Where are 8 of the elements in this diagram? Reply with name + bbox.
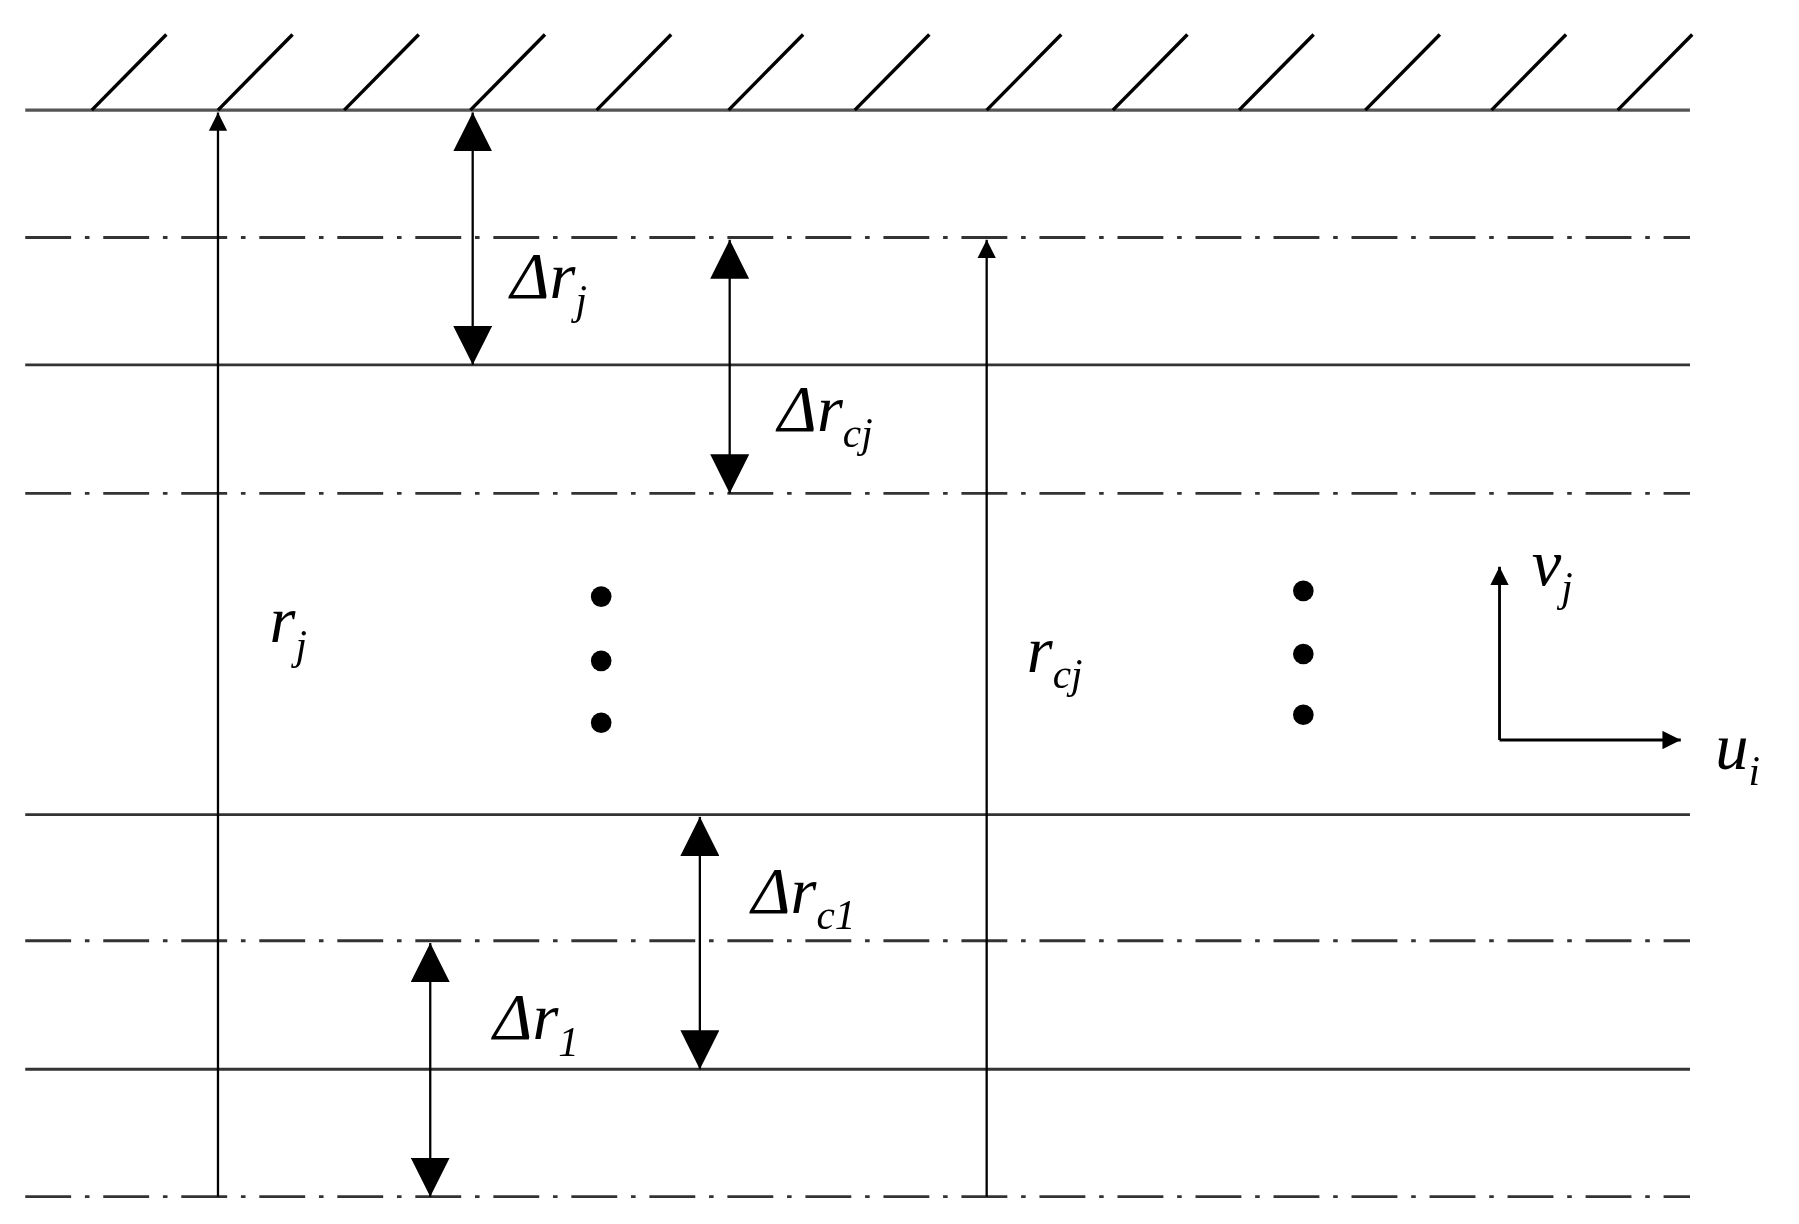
- dimension-label: Δr$_{c1}$: [751, 858, 856, 937]
- axis-label: u$_{i}$: [1715, 713, 1760, 792]
- axis-label: v$_{j}$: [1531, 530, 1573, 609]
- dimension-label: r$_{j}$: [269, 587, 307, 666]
- dimension-label: Δr$_{cj}$: [777, 376, 873, 455]
- dimension-label: r$_{cj}$: [1026, 617, 1083, 696]
- dimension-label: Δr$_{1}$: [493, 984, 579, 1063]
- dimension-label: Δr$_{j}$: [510, 243, 587, 322]
